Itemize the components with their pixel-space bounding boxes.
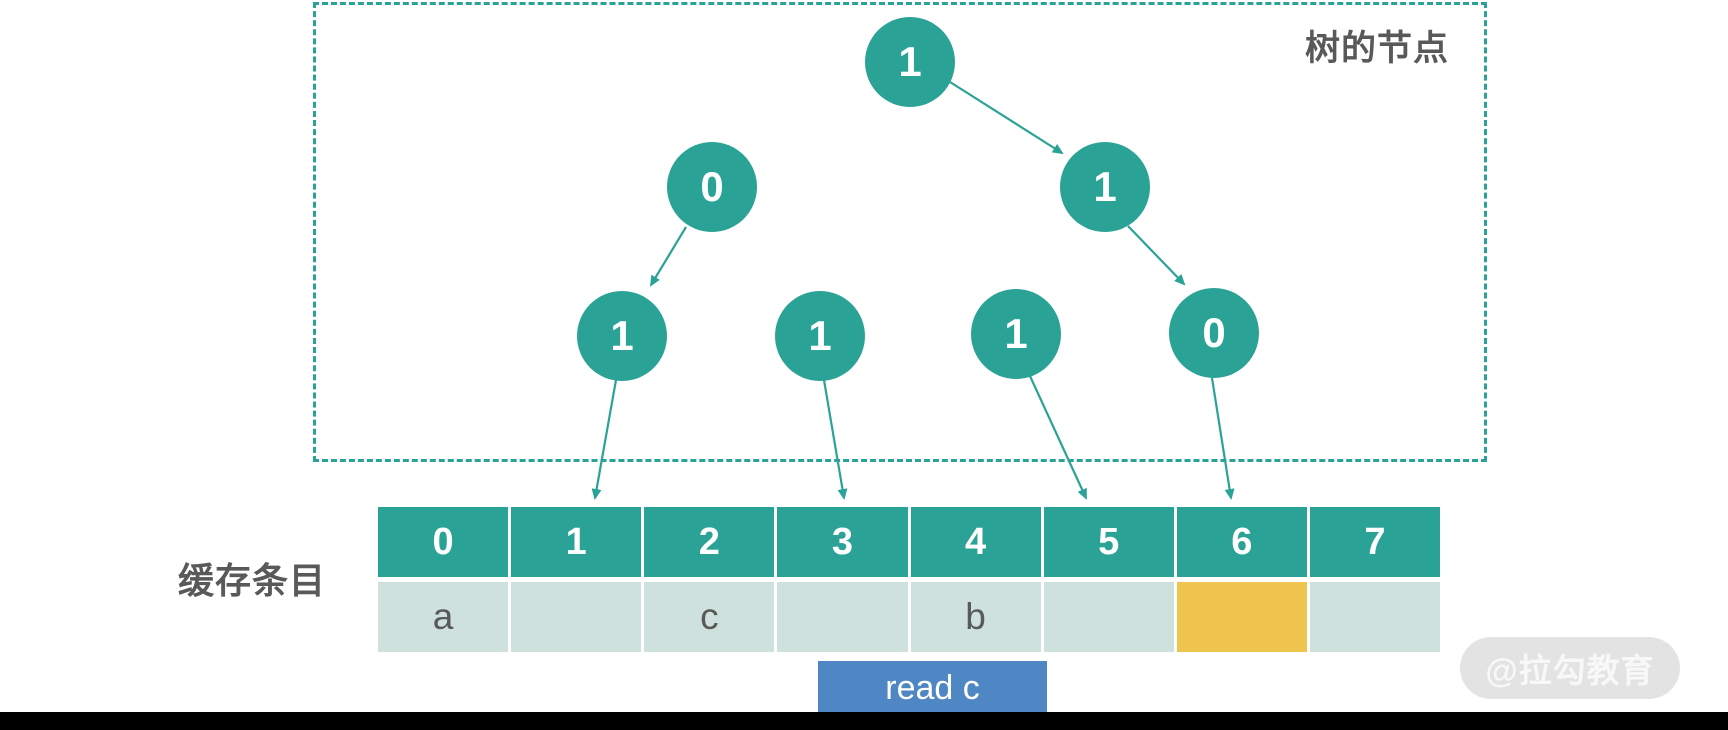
bottom-black-bar [0,712,1728,730]
tree-node-right-left: 1 [971,289,1061,379]
tree-node-left: 0 [667,142,757,232]
cache-index-cell: 5 [1043,507,1174,577]
cache-index-cell: 4 [910,507,1041,577]
cache-index-cell: 3 [777,507,908,577]
tree-node-left-right: 1 [775,291,865,381]
cache-index-cell: 0 [378,507,509,577]
tree-node-right: 1 [1060,142,1150,232]
tree-node-left-left: 1 [577,291,667,381]
tree-node-root: 1 [865,17,955,107]
cache-value-cell-4: b [910,582,1041,652]
cache-value-cell-2: c [644,582,775,652]
cache-value-cell-0: a [378,582,509,652]
read-c-button: read c [818,661,1047,716]
cache-table-label: 缓存条目 [178,560,327,601]
tree-box-label: 树的节点 [1305,29,1450,68]
cache-value-cell-1 [511,582,642,652]
cache-index-cell: 1 [511,507,642,577]
cache-value-cell-6-highlighted [1176,582,1307,652]
cache-index-cell: 2 [644,507,775,577]
cache-index-cell: 6 [1176,507,1307,577]
cache-value-cell-3 [777,582,908,652]
tree-node-right-right: 0 [1169,288,1259,378]
watermark-badge: @拉勾教育 [1460,637,1680,699]
cache-table: 0 1 2 3 4 5 6 7 a c b [378,507,1440,652]
cache-value-cell-5 [1043,582,1174,652]
cache-value-cell-7 [1309,582,1440,652]
tree-nodes-box [313,2,1487,462]
cache-index-cell: 7 [1309,507,1440,577]
